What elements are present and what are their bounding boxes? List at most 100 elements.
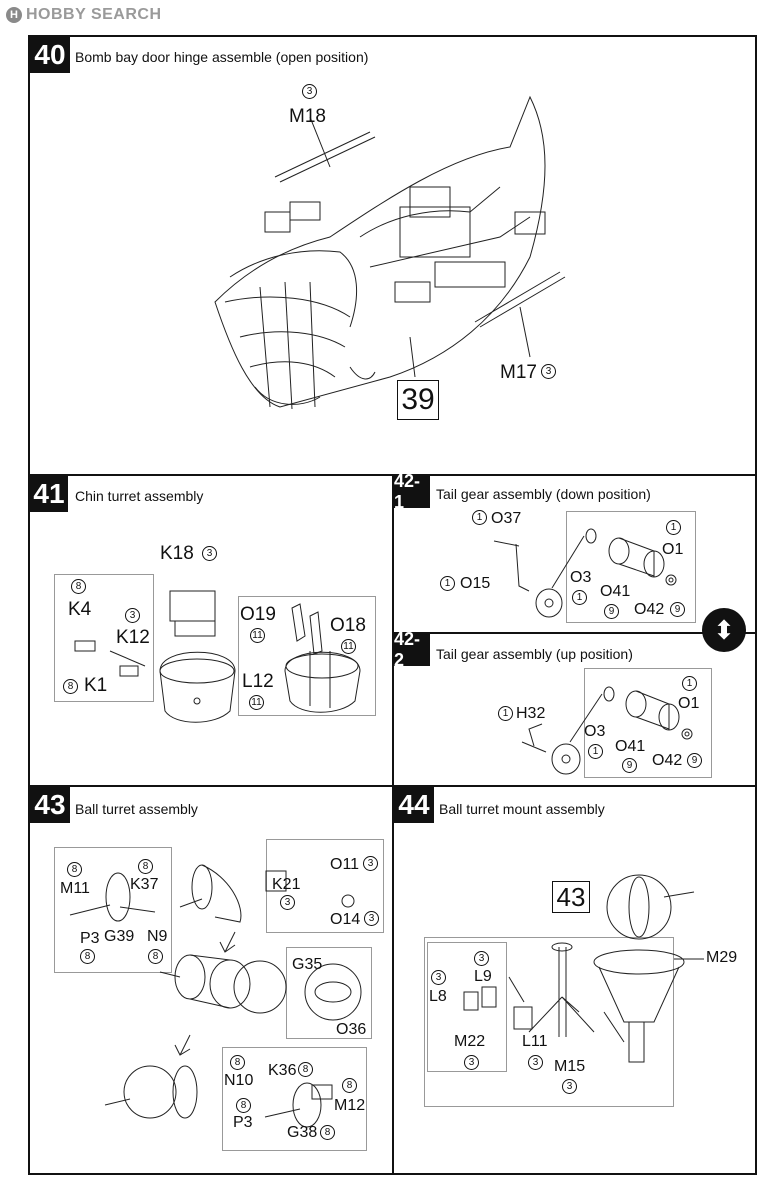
m12-label: M12 <box>334 1097 366 1114</box>
h32-qty: 1 <box>498 706 513 721</box>
o14-label: O14 <box>330 911 361 928</box>
l11-label: L11 <box>522 1033 548 1050</box>
o19-qty: 11 <box>250 628 265 643</box>
m11-qty: 8 <box>67 862 82 877</box>
step-number: 42-2 <box>394 629 430 670</box>
step-41-panel: 41 Chin turret assembly K18 3 8 K4 3 K12… <box>28 474 394 787</box>
ref-step-39: 39 <box>397 380 439 420</box>
o3-qty: 1 <box>572 590 587 605</box>
logo-mark-icon: H <box>6 7 22 23</box>
o37-label: O37 <box>491 510 522 527</box>
o19-label: O19 <box>240 604 276 625</box>
l8-l9-parts-box <box>427 942 507 1072</box>
l11-qty: 3 <box>528 1055 543 1070</box>
hobby-search-logo: H HOBBY SEARCH <box>6 4 162 26</box>
gun-parts-box-b <box>222 1047 367 1151</box>
tail-gear-up-drawing <box>521 686 693 775</box>
n10-label: N10 <box>224 1072 254 1089</box>
step-44-panel: 44 Ball turret mount assembly 43 M29 3 L… <box>392 785 757 1175</box>
k12-qty: 3 <box>125 608 140 623</box>
chin-turret-drawing <box>74 590 361 723</box>
step-number: 43 <box>30 787 70 823</box>
k1-qty: 8 <box>63 679 78 694</box>
k21-label: K21 <box>272 876 301 893</box>
o14-qty: 3 <box>364 911 379 926</box>
k4-qty: 8 <box>71 579 86 594</box>
o41-qty: 9 <box>604 604 619 619</box>
step-40-panel: 40 Bomb bay door hinge assemble (open po… <box>28 35 757 476</box>
p3a-label: P3 <box>80 930 100 947</box>
o15-qty: 1 <box>440 576 455 591</box>
p3b-label: P3 <box>233 1114 253 1131</box>
m22-qty: 3 <box>464 1055 479 1070</box>
m29-label: M29 <box>706 949 738 966</box>
o1-label: O1 <box>678 695 700 712</box>
step-42-1-panel: 42-1 Tail gear assembly (down position) … <box>392 471 757 634</box>
step-title: Tail gear assembly (up position) <box>436 646 633 662</box>
m17-label: M17 <box>500 362 537 383</box>
m18-label: M18 <box>289 106 326 127</box>
m18-qty: 3 <box>302 84 317 99</box>
k21-qty: 3 <box>280 895 295 910</box>
ball-turret-mount-drawing <box>463 874 704 1063</box>
n9-qty: 8 <box>148 949 163 964</box>
p3b-qty: 8 <box>236 1098 251 1113</box>
tail-gear-down-drawing <box>493 528 677 618</box>
o1-qty: 1 <box>666 520 681 535</box>
o3-label: O3 <box>584 723 606 740</box>
l12-label: L12 <box>242 671 274 692</box>
gun-parts-box-a <box>54 847 172 973</box>
step-title: Tail gear assembly (down position) <box>436 486 651 502</box>
step-number: 41 <box>30 476 68 512</box>
o11-qty: 3 <box>363 856 378 871</box>
h32-label: H32 <box>516 705 546 722</box>
o1-label: O1 <box>662 541 684 558</box>
n10-qty: 8 <box>230 1055 245 1070</box>
l9-qty: 3 <box>474 951 489 966</box>
mount-parts-box <box>424 937 674 1107</box>
step-number: 40 <box>30 37 70 73</box>
step-title: Bomb bay door hinge assemble (open posit… <box>75 49 369 65</box>
m12-qty: 8 <box>342 1078 357 1093</box>
o-parts-box <box>238 596 376 716</box>
m17-qty: 3 <box>541 364 556 379</box>
k36-qty: 8 <box>298 1062 313 1077</box>
o18-label: O18 <box>330 615 366 636</box>
k1-label: K1 <box>84 675 108 696</box>
o37-qty: 1 <box>472 510 487 525</box>
o18-qty: 11 <box>341 639 356 654</box>
k37-qty: 8 <box>138 859 153 874</box>
o3-label: O3 <box>570 569 592 586</box>
k-parts-box <box>54 574 154 702</box>
ref-step-43: 43 <box>552 881 590 913</box>
m15-qty: 3 <box>562 1079 577 1094</box>
g35-parts-box <box>286 947 372 1039</box>
g38-qty: 8 <box>320 1125 335 1140</box>
k36-label: K36 <box>268 1062 297 1079</box>
k18-label: K18 <box>160 543 194 564</box>
g38-label: G38 <box>287 1124 318 1141</box>
l8-qty: 3 <box>431 970 446 985</box>
p3a-qty: 8 <box>80 949 95 964</box>
step-number: 44 <box>394 787 434 823</box>
o36-label: O36 <box>336 1021 367 1038</box>
o42-label: O42 <box>634 601 665 618</box>
m11-label: M11 <box>60 880 90 897</box>
k37-label: K37 <box>130 876 159 893</box>
wheel-parts-box <box>584 668 712 778</box>
o11-label: O11 <box>330 856 360 873</box>
step-42-2-panel: 42-2 Tail gear assembly (up position) 1 … <box>392 629 757 787</box>
wheel-parts-box <box>566 511 696 623</box>
o1-qty: 1 <box>682 676 697 691</box>
g39-label: G39 <box>104 928 135 945</box>
step-number: 42-1 <box>394 471 430 512</box>
o42-qty: 9 <box>687 753 702 768</box>
ball-turret-drawing <box>69 864 362 1128</box>
k18-qty: 3 <box>202 546 217 561</box>
o42-qty: 9 <box>670 602 685 617</box>
step-43-panel: 43 Ball turret assembly 8 M11 8 K37 P3 G… <box>28 785 394 1175</box>
step-title: Ball turret mount assembly <box>439 801 605 817</box>
m22-label: M22 <box>454 1033 486 1050</box>
o3-qty: 1 <box>588 744 603 759</box>
l9-label: L9 <box>474 968 492 985</box>
